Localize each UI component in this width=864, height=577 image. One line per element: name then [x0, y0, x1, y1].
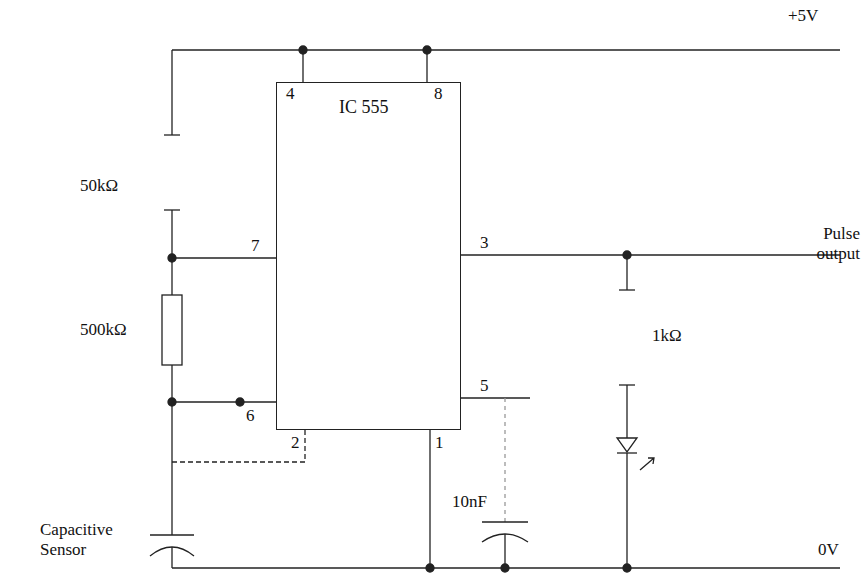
pin-number: 8 — [434, 84, 443, 104]
pin-number: 5 — [480, 376, 489, 396]
wire — [504, 398, 505, 522]
junction-dot — [623, 564, 631, 572]
junction-dot — [501, 564, 509, 572]
pin-wire — [426, 50, 427, 82]
pin-wire — [461, 397, 530, 398]
pin-wire — [172, 430, 305, 462]
pin-wire — [302, 50, 303, 82]
wire — [626, 385, 627, 438]
pin-number: 7 — [251, 236, 260, 256]
pin-number: 6 — [246, 406, 255, 426]
signal-name: Pulse output — [788, 224, 860, 263]
pin-wire — [461, 254, 745, 255]
pin-wire — [172, 401, 276, 402]
pin-number: 1 — [435, 433, 444, 453]
supply-rail — [172, 49, 840, 50]
junction-dot — [426, 564, 434, 572]
led-symbol — [617, 438, 637, 452]
pin-number: 4 — [286, 84, 295, 104]
wire — [171, 210, 172, 258]
component-value: 50kΩ — [80, 176, 118, 196]
pin-number: 3 — [480, 233, 489, 253]
voltage-label: 0V — [818, 540, 839, 560]
sensor-plate — [150, 534, 194, 535]
wire — [171, 50, 172, 135]
wire — [171, 547, 172, 568]
wire — [171, 365, 172, 402]
wire — [626, 255, 627, 290]
voltage-label: +5V — [788, 6, 818, 26]
chip-name: IC 555 — [339, 97, 389, 118]
ic-box: IC 555 — [276, 82, 461, 430]
resistor-symbol — [162, 295, 182, 365]
wire — [504, 534, 505, 568]
component-value: 10nF — [452, 492, 487, 512]
pin-wire — [172, 257, 276, 258]
wire — [171, 402, 172, 535]
component-value: 1kΩ — [652, 326, 682, 346]
led-light-arrow — [640, 458, 654, 470]
sensor-label: Capacitive Sensor — [40, 520, 140, 559]
pin-wire — [429, 430, 430, 568]
wire — [171, 258, 172, 295]
pin-number: 2 — [291, 433, 300, 453]
wire — [626, 453, 627, 568]
resistor-symbol — [164, 134, 180, 135]
component-value: 500kΩ — [80, 320, 127, 340]
capacitor-symbol — [482, 521, 528, 522]
resistor-symbol — [619, 289, 635, 290]
